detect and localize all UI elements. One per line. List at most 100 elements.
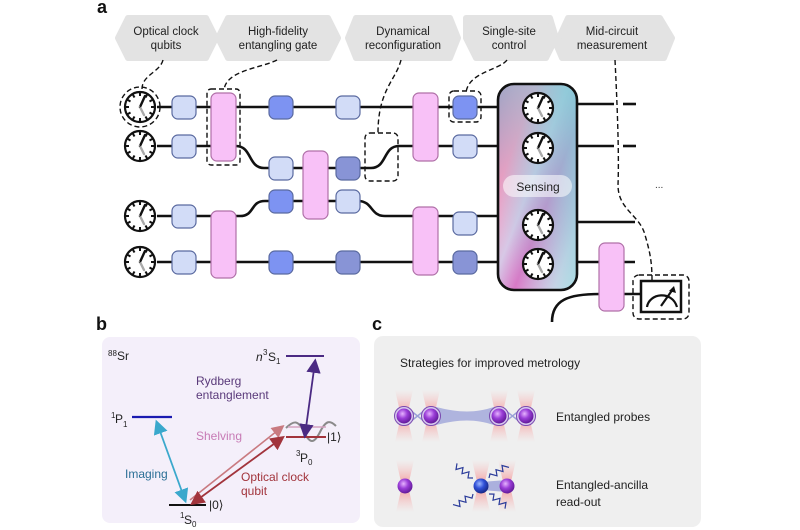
clock-sensing-2 — [521, 131, 555, 165]
svg-text:3: 3 — [296, 449, 301, 458]
gate-box — [171, 95, 197, 120]
gate-box — [452, 134, 478, 159]
gate-box — [335, 156, 361, 181]
tweezer-beam — [396, 486, 414, 512]
clock-sensing-4 — [521, 247, 555, 281]
atom — [396, 408, 412, 424]
label-clock-1: Optical clock — [241, 470, 310, 484]
trap-potential — [285, 421, 337, 442]
panel-c-label: c — [372, 314, 382, 334]
atom — [499, 478, 515, 494]
clock-sensing-1 — [521, 91, 555, 125]
clock-qubit-1 — [123, 90, 157, 124]
sensing-label-bg — [503, 175, 572, 197]
label-clock-2: qubit — [241, 484, 268, 498]
svg-text:Single-site: Single-site — [482, 26, 536, 38]
entangling-gate — [412, 206, 439, 276]
arrow-clock — [190, 435, 285, 506]
gate-box — [171, 250, 197, 275]
panel-c-title: Strategies for improved metrology — [400, 356, 580, 370]
tweezer-beam — [498, 486, 516, 512]
svg-text:control: control — [492, 40, 527, 52]
qubit-highlight-dashed — [119, 86, 161, 128]
atom — [518, 408, 534, 424]
label-shelving: Shelving — [196, 429, 242, 443]
gate-box — [335, 250, 361, 275]
callout-mid-circuit-measurement: Mid-circuit measurement — [553, 15, 675, 61]
label-rydberg-level: n 3 S 1 — [256, 348, 281, 366]
panel-c-background — [374, 336, 701, 527]
tweezer-beam — [472, 486, 490, 512]
gate-box — [268, 95, 294, 120]
gate-box — [268, 250, 294, 275]
gate-box — [171, 134, 197, 159]
svg-text:P: P — [300, 451, 308, 465]
arrow-rydberg — [299, 358, 321, 439]
label-rydberg-1: Rydberg — [196, 374, 241, 388]
entangling-gate — [210, 92, 237, 162]
clock-sensing-3 — [521, 208, 555, 242]
label-3p0: 3 P 0 — [296, 449, 313, 467]
svg-text:reconfiguration: reconfiguration — [365, 40, 441, 52]
fluorescence-photon — [455, 463, 474, 479]
entangling-gate — [210, 210, 237, 279]
svg-text:Sr: Sr — [117, 349, 129, 363]
entangled-probes-diagram — [394, 390, 536, 512]
svg-text:0: 0 — [192, 520, 197, 529]
fluorescence-photon — [488, 493, 507, 509]
svg-text:S: S — [268, 350, 276, 364]
svg-text:0: 0 — [308, 458, 313, 467]
sensing-block: Sensing — [496, 82, 579, 292]
label-1s0: 1 S 0 — [180, 511, 197, 529]
entangling-gate — [412, 92, 439, 162]
arrow-imaging — [153, 419, 189, 504]
tweezer-beam — [472, 460, 490, 486]
gate-box — [335, 189, 361, 214]
clock-qubit-2 — [123, 129, 157, 163]
panel-a-label: a — [97, 0, 108, 17]
label-entangled-probes: Entangled probes — [556, 410, 650, 424]
atom — [491, 408, 507, 424]
label-rydberg-2: entanglement — [196, 388, 269, 402]
tweezer-beam — [396, 460, 414, 486]
label-ancilla-1: Entangled-ancilla — [556, 478, 648, 492]
svg-text:Dynamical: Dynamical — [376, 26, 430, 38]
fluorescence-photon — [488, 464, 510, 479]
svg-text:qubits: qubits — [151, 40, 182, 52]
entangling-gate-ancilla — [598, 242, 625, 312]
svg-text:3: 3 — [263, 348, 268, 357]
ket-1: |1⟩ — [327, 430, 341, 444]
highlight-entangling-gate — [206, 88, 241, 166]
gate-box — [171, 204, 197, 229]
highlight-reconfiguration — [364, 132, 399, 182]
atom — [423, 408, 439, 424]
svg-text:S: S — [184, 513, 192, 527]
highlight-single-site — [448, 90, 482, 123]
callout-optical-clock-qubits: Optical clock qubits — [115, 15, 219, 61]
callout-dynamical-reconfiguration: Dynamical reconfiguration — [345, 15, 461, 61]
label-imaging: Imaging — [125, 467, 168, 481]
svg-text:1: 1 — [111, 411, 116, 420]
panel-b-label: b — [96, 314, 107, 334]
atom — [397, 478, 413, 494]
qubit-wires — [157, 102, 642, 323]
ellipsis: ... — [655, 180, 663, 191]
gate-box — [452, 250, 478, 275]
gate-box — [268, 156, 294, 181]
svg-text:1: 1 — [123, 420, 128, 429]
fluorescence-photon — [452, 493, 474, 508]
entanglement-bond — [436, 407, 494, 425]
label-1p1: 1 P 1 — [111, 411, 128, 429]
svg-text:Mid-circuit: Mid-circuit — [586, 26, 639, 38]
svg-text:1: 1 — [276, 357, 281, 366]
svg-text:n: n — [256, 350, 263, 364]
gate-box — [452, 211, 478, 236]
clock-qubit-3 — [123, 199, 157, 233]
svg-text:1: 1 — [180, 511, 185, 520]
ancilla-atom — [473, 478, 489, 494]
svg-text:88: 88 — [108, 349, 117, 358]
entangling-gate — [302, 150, 329, 220]
ket-0: |0⟩ — [209, 498, 223, 512]
sensing-label: Sensing — [516, 180, 559, 194]
svg-text:P: P — [115, 412, 123, 426]
